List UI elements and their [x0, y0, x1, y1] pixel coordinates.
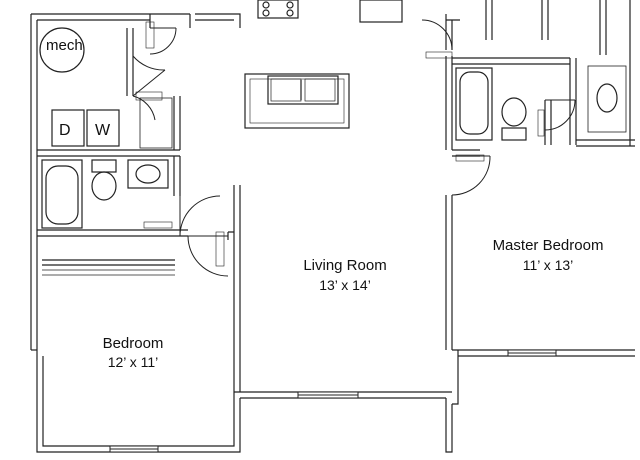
kitchen	[257, 0, 403, 23]
door-tags	[135, 21, 545, 267]
washer-label: W	[95, 122, 111, 139]
master-bedroom-size: 11’ x 13’	[523, 257, 574, 273]
laundry	[51, 97, 173, 149]
living-room-name: Living Room	[303, 257, 386, 274]
doors	[132, 19, 576, 277]
kitchen-island	[244, 73, 350, 129]
interior-walls	[37, 0, 635, 392]
outer-walls	[30, 13, 635, 453]
windows	[109, 349, 557, 453]
bedroom-size: 12’ x 11’	[108, 354, 159, 370]
master-bath	[455, 65, 627, 141]
master-bedroom-name: Master Bedroom	[493, 237, 604, 254]
mech-label: mech	[46, 37, 83, 54]
living-room-size: 13’ x 14’	[319, 277, 371, 293]
mech-closet	[39, 27, 85, 73]
bedroom-name: Bedroom	[103, 335, 164, 352]
hall-bath	[41, 159, 169, 229]
dryer-label: D	[59, 122, 71, 139]
